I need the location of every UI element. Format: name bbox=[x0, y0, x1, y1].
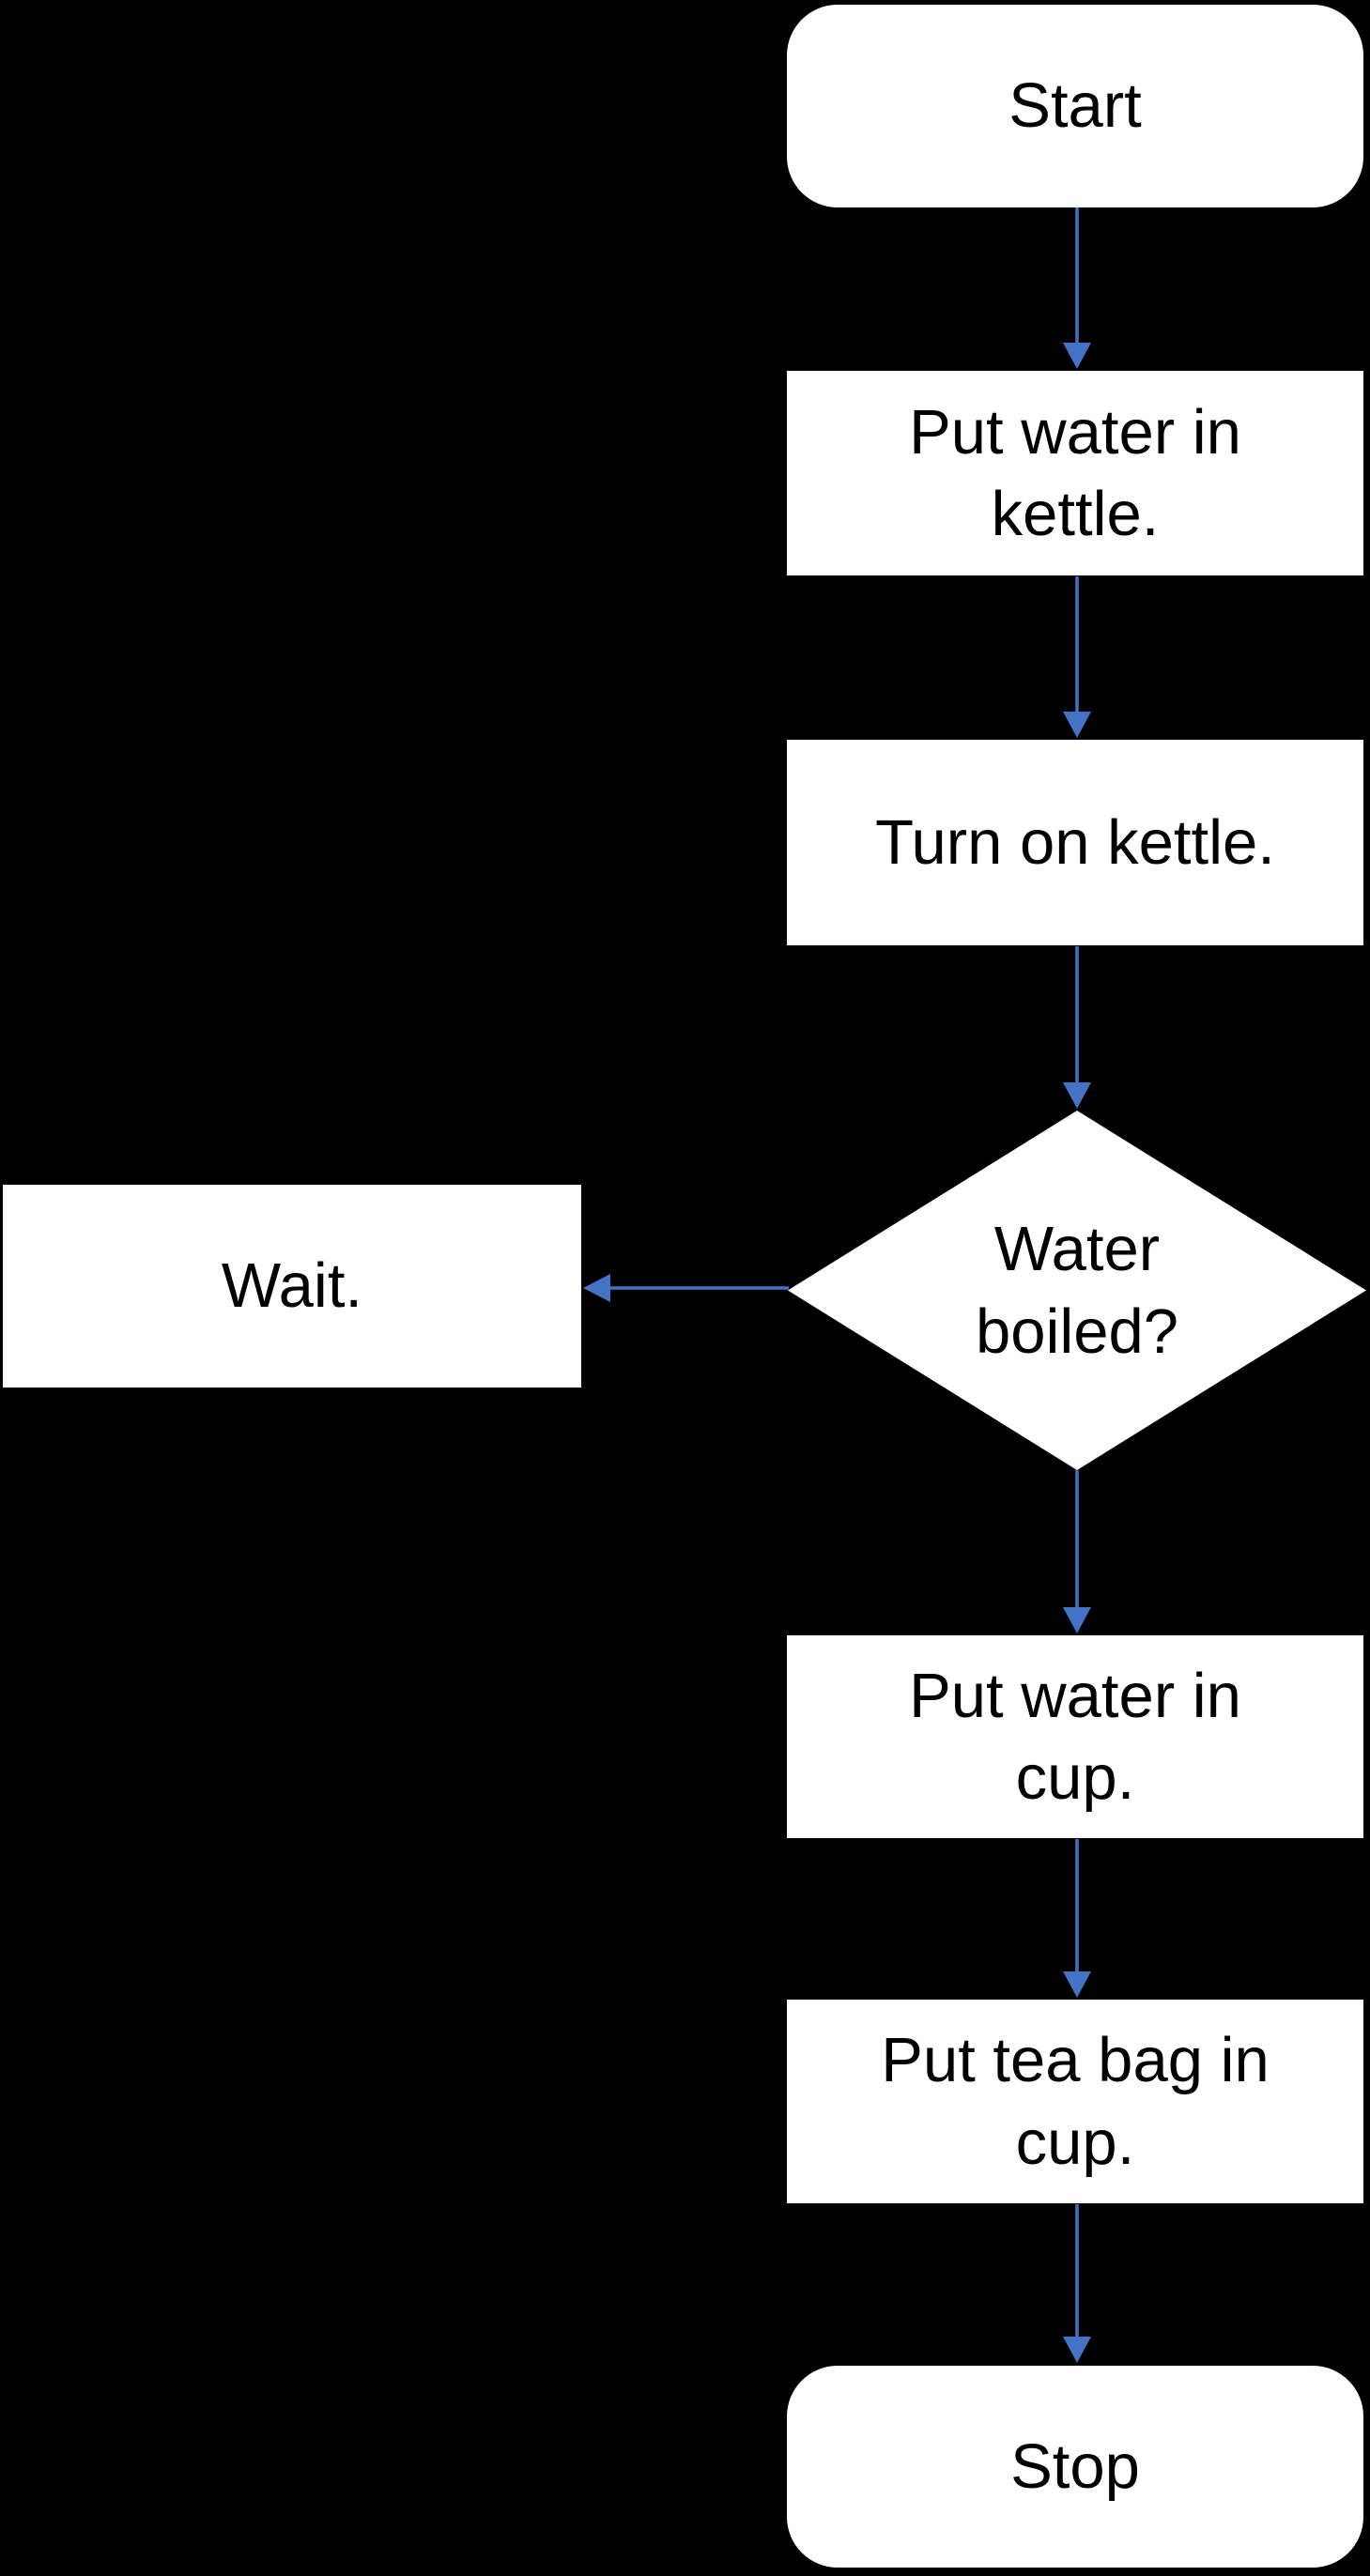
node-put-water-in-kettle-label-line2: kettle. bbox=[991, 479, 1160, 549]
connector-put-water-in-kettle-to-turn-on-kettle bbox=[1063, 576, 1091, 738]
diamond-shape bbox=[788, 1111, 1366, 1470]
node-water-boiled: Water boiled? bbox=[788, 1111, 1366, 1470]
arrowhead-down-icon bbox=[1063, 343, 1091, 369]
node-put-tea-bag-in-cup: Put tea bag in cup. bbox=[787, 2000, 1363, 2203]
connector-start-to-put-water-in-kettle bbox=[1063, 207, 1091, 369]
connector-put-water-in-cup-to-put-tea-bag-in-cup bbox=[1063, 1839, 1091, 1998]
node-put-water-in-kettle: Put water in kettle. bbox=[787, 371, 1363, 575]
node-put-tea-bag-in-cup-label-line1: Put tea bag in bbox=[881, 2025, 1270, 2096]
connector-water-boiled-to-wait bbox=[583, 1274, 789, 1302]
arrowhead-down-icon bbox=[1063, 2337, 1091, 2363]
node-put-water-in-cup-label-line1: Put water in bbox=[909, 1660, 1241, 1731]
node-put-water-in-kettle-label-line1: Put water in bbox=[909, 396, 1241, 468]
node-put-water-in-cup-label-line2: cup. bbox=[1015, 1742, 1135, 1813]
node-stop: Stop bbox=[787, 2366, 1363, 2568]
node-start: Start bbox=[787, 5, 1363, 207]
arrowhead-down-icon bbox=[1063, 1971, 1091, 1998]
node-wait: Wait. bbox=[3, 1185, 581, 1388]
node-turn-on-kettle-label: Turn on kettle. bbox=[875, 806, 1275, 878]
node-wait-label: Wait. bbox=[221, 1250, 363, 1322]
node-turn-on-kettle: Turn on kettle. bbox=[787, 740, 1363, 945]
arrowhead-down-icon bbox=[1063, 712, 1091, 738]
arrowhead-left-icon bbox=[583, 1274, 610, 1302]
node-stop-label: Stop bbox=[1010, 2430, 1140, 2502]
connector-put-tea-bag-in-cup-to-stop bbox=[1063, 2204, 1091, 2363]
node-start-label: Start bbox=[1008, 70, 1142, 142]
arrowhead-down-icon bbox=[1063, 1607, 1091, 1633]
arrowhead-down-icon bbox=[1063, 1082, 1091, 1109]
node-put-water-in-cup: Put water in cup. bbox=[787, 1635, 1363, 1838]
connector-water-boiled-to-put-water-in-cup bbox=[1063, 1470, 1091, 1633]
diamond-polygon bbox=[788, 1111, 1366, 1470]
node-water-boiled-label-line2: boiled? bbox=[975, 1296, 1179, 1367]
node-water-boiled-label-line1: Water bbox=[993, 1214, 1161, 1285]
connector-turn-on-kettle-to-water-boiled bbox=[1063, 946, 1091, 1109]
node-put-tea-bag-in-cup-label-line2: cup. bbox=[1015, 2107, 1135, 2178]
